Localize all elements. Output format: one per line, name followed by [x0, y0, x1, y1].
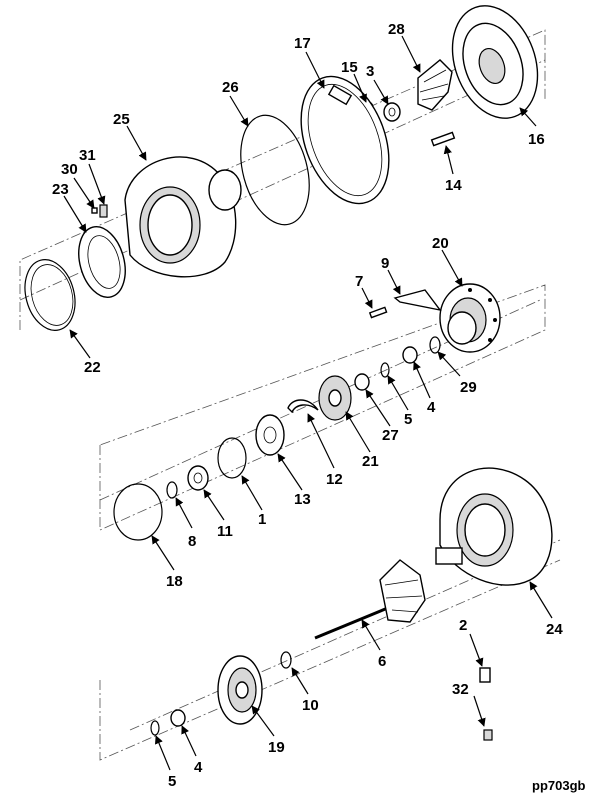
- part-24-turbine-housing: [435, 467, 553, 586]
- callout-19: 19: [268, 739, 285, 756]
- figure-reference-code: pp703gb: [532, 778, 586, 793]
- part-16-compressor-backplate: [451, 5, 539, 119]
- part-32-plug: [483, 729, 493, 741]
- callout-5: 5: [404, 411, 412, 428]
- callout-17: 17: [294, 35, 311, 52]
- part-14-bolt: [430, 131, 456, 147]
- part-2-plug: [479, 667, 491, 683]
- part-23-insert-ring: [78, 226, 126, 298]
- callout-12: 12: [326, 471, 343, 488]
- callout-15: 15: [341, 59, 358, 76]
- part-26-o-ring: [240, 114, 310, 226]
- callout-6: 6: [378, 653, 386, 670]
- part-3-nut: [383, 102, 401, 122]
- part-12-clip: [287, 399, 319, 414]
- callout-13: 13: [294, 491, 311, 508]
- part-8-ring: [166, 481, 178, 499]
- callout-4: 4: [427, 399, 436, 416]
- callout-8: 8: [188, 533, 196, 550]
- part-1-o-ring: [217, 437, 247, 479]
- part-27-collar: [354, 373, 370, 391]
- callout-28: 28: [388, 21, 405, 38]
- part-21-thrust-plate: [318, 375, 352, 421]
- part-18-o-ring: [113, 483, 163, 541]
- callout-4-lower: 4: [194, 759, 203, 776]
- callout-26: 26: [222, 79, 239, 96]
- callout-20: 20: [432, 235, 449, 252]
- part-22-snap-ring: [24, 259, 76, 331]
- callout-2: 2: [459, 617, 467, 634]
- assembly-frames: [19, 29, 561, 761]
- part-19-heat-shield: [217, 655, 263, 725]
- part-9-bracket: [393, 289, 442, 312]
- callout-16: 16: [528, 131, 545, 148]
- part-6-turbine-shaft: [314, 559, 426, 640]
- callout-5-lower: 5: [168, 773, 176, 790]
- callout-22: 22: [84, 359, 101, 376]
- callout-14: 14: [445, 177, 462, 194]
- part-30-31-clip: [91, 204, 108, 218]
- part-5-ring: [380, 362, 390, 378]
- callout-7: 7: [355, 273, 363, 290]
- callout-31: 31: [79, 147, 96, 164]
- callout-3: 3: [366, 63, 374, 80]
- callout-24: 24: [546, 621, 563, 638]
- part-5-ring-lower: [150, 720, 160, 736]
- callout-labels: 17 28 15 3 26 25 16 31 30 14 23 20 9 7 2…: [52, 21, 563, 790]
- part-11-collar: [187, 465, 209, 491]
- part-7-screw: [368, 306, 388, 319]
- callout-9: 9: [381, 255, 389, 272]
- callout-11: 11: [217, 523, 233, 540]
- part-17-v-band-clamp: [300, 75, 390, 205]
- callout-25: 25: [113, 111, 130, 128]
- part-10-ring: [280, 651, 292, 669]
- leader-lines: [63, 35, 553, 771]
- part-4-bearing: [402, 346, 418, 364]
- callout-32: 32: [452, 681, 469, 698]
- callout-27: 27: [382, 427, 399, 444]
- callout-18: 18: [166, 573, 183, 590]
- part-25-compressor-housing: [124, 156, 242, 278]
- callout-23: 23: [52, 181, 69, 198]
- callout-30: 30: [61, 161, 78, 178]
- part-13-thrust-washer: [255, 414, 285, 456]
- callout-1: 1: [258, 511, 266, 528]
- callout-21: 21: [362, 453, 379, 470]
- callout-29: 29: [460, 379, 477, 396]
- part-4-bearing-lower: [170, 709, 186, 727]
- part-29-ring: [429, 336, 441, 354]
- part-20-bearing-housing: [439, 283, 501, 353]
- callout-10: 10: [302, 697, 319, 714]
- part-28-compressor-wheel: [417, 59, 453, 111]
